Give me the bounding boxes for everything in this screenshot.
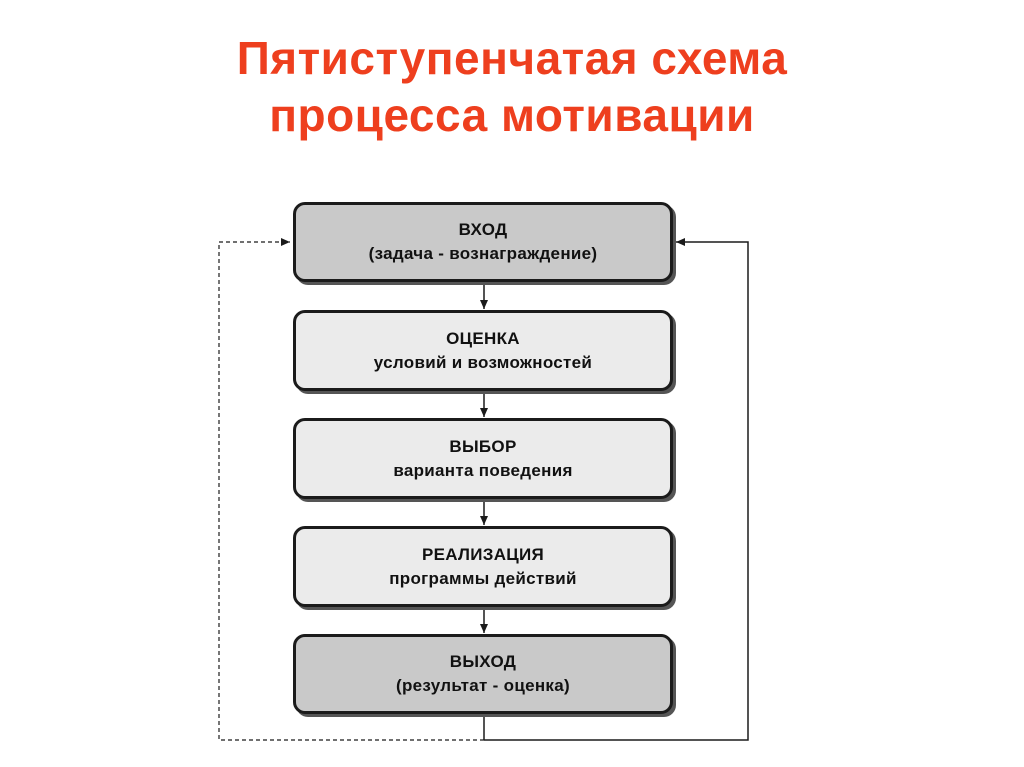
step-choice-heading: ВЫБОР [449,436,517,456]
step-choice-box: ВЫБОР варианта поведения [293,418,673,499]
title-line-1: Пятиступенчатая схема [236,32,788,84]
step-output-box: ВЫХОД (результат - оценка) [293,634,673,714]
step-output-heading: ВЫХОД [449,652,517,671]
slide-title: Пятиступенчатая схема процесса мотивации [0,30,1024,144]
step-input-detail: (задача - вознаграждение) [368,244,598,263]
step-implementation-box: РЕАЛИЗАЦИЯ программы действий [293,526,673,607]
step-evaluation-detail: условий и возможностей [373,352,593,372]
step-output-detail: (результат - оценка) [396,676,570,695]
title-line-2: процесса мотивации [269,89,755,141]
feedback-loop-left-dashed [218,238,484,741]
step-input-box: ВХОД (задача - вознаграждение) [293,202,673,282]
step-input-heading: ВХОД [458,220,508,239]
step-implementation-detail: программы действий [389,568,577,588]
feedback-loop-right [484,238,749,741]
step-choice-detail: варианта поведения [393,460,573,480]
step-evaluation-heading: ОЦЕНКА [446,328,520,348]
step-implementation-heading: РЕАЛИЗАЦИЯ [421,544,545,564]
step-evaluation-box: ОЦЕНКА условий и возможностей [293,310,673,391]
